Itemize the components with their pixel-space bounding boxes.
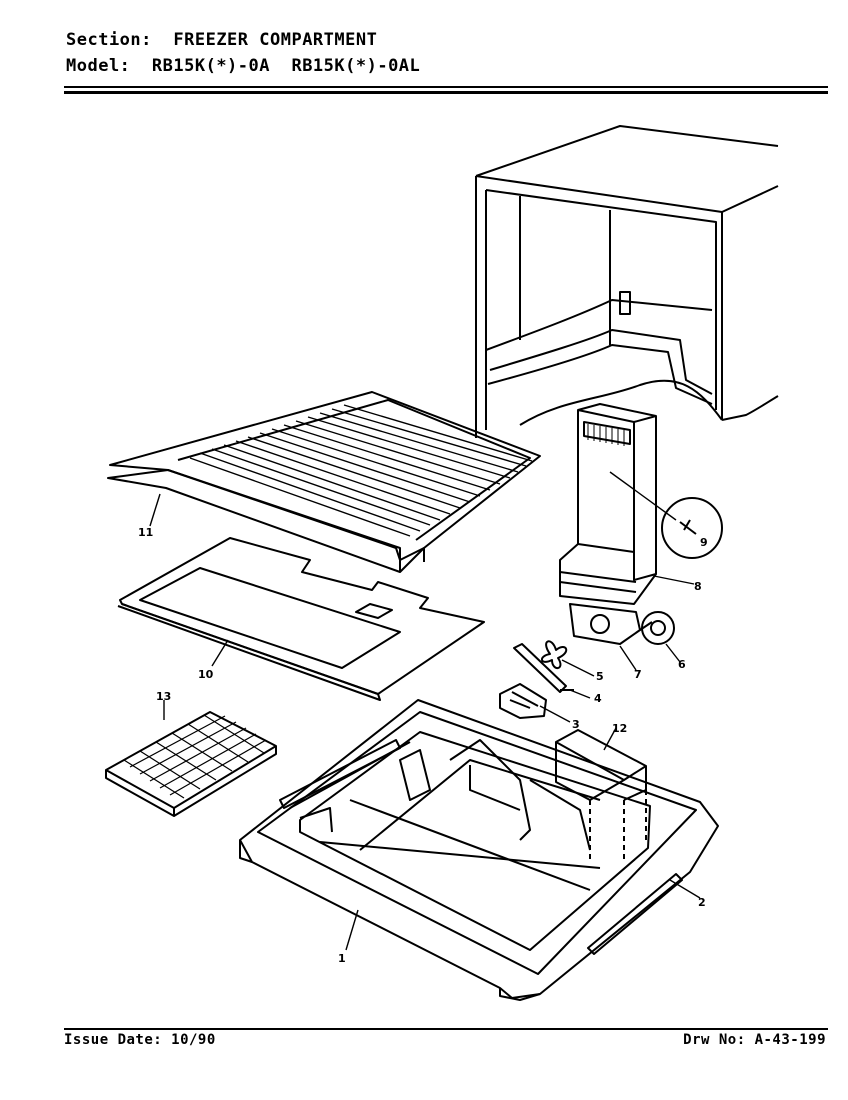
callout-11: 11 bbox=[138, 526, 153, 539]
issue-date: Issue Date: 10/90 bbox=[64, 1032, 216, 1048]
callout-2: 2 bbox=[698, 896, 706, 909]
callout-10: 10 bbox=[198, 668, 214, 681]
part-8-evaporator-cover bbox=[559, 403, 657, 605]
model-label: Model: bbox=[66, 56, 131, 76]
callout-numbers: 11 10 13 1 2 3 4 5 6 7 8 9 12 bbox=[138, 526, 708, 965]
part-3-fan-motor bbox=[499, 683, 547, 719]
section-header: Section: FREEZER COMPARTMENT bbox=[66, 30, 377, 50]
callout-9: 9 bbox=[700, 536, 708, 549]
callout-5: 5 bbox=[596, 670, 604, 683]
callout-13: 13 bbox=[156, 690, 171, 703]
shelf-wires bbox=[189, 404, 533, 537]
section-label: Section: bbox=[66, 30, 152, 50]
cover-louvers bbox=[587, 424, 625, 446]
part-6-grommet bbox=[641, 611, 675, 645]
model-value: RB15K(*)-0A RB15K(*)-0AL bbox=[151, 56, 421, 76]
part-12-duct bbox=[555, 729, 647, 860]
callout-8: 8 bbox=[694, 580, 702, 593]
part-10-panel bbox=[117, 537, 485, 701]
part-13-ice-tray bbox=[105, 711, 277, 817]
callout-7: 7 bbox=[634, 668, 642, 681]
header-rule-bottom bbox=[64, 91, 828, 94]
header-rule-top bbox=[64, 86, 828, 88]
callout-6: 6 bbox=[678, 658, 686, 671]
part-9-screw bbox=[661, 497, 723, 559]
ice-tray-cells bbox=[123, 714, 267, 799]
part-11-shelf bbox=[107, 391, 541, 573]
part-5-fan-blade bbox=[541, 640, 568, 669]
leader-lines bbox=[149, 471, 701, 951]
section-value: FREEZER COMPARTMENT bbox=[173, 30, 378, 50]
part-7-fan-bracket bbox=[569, 603, 653, 645]
drawing-number: Drw No: A-43-199 bbox=[683, 1032, 826, 1048]
callout-4: 4 bbox=[594, 692, 602, 705]
refrigerator-cabinet bbox=[475, 125, 779, 438]
part-1-tray-assembly bbox=[239, 699, 719, 1001]
callout-12: 12 bbox=[612, 722, 627, 735]
footer-rule bbox=[64, 1028, 828, 1030]
part-2-rail bbox=[279, 739, 683, 955]
model-header: Model: RB15K(*)-0A RB15K(*)-0AL bbox=[66, 56, 420, 76]
callout-1: 1 bbox=[338, 952, 346, 965]
callout-3: 3 bbox=[572, 718, 580, 731]
